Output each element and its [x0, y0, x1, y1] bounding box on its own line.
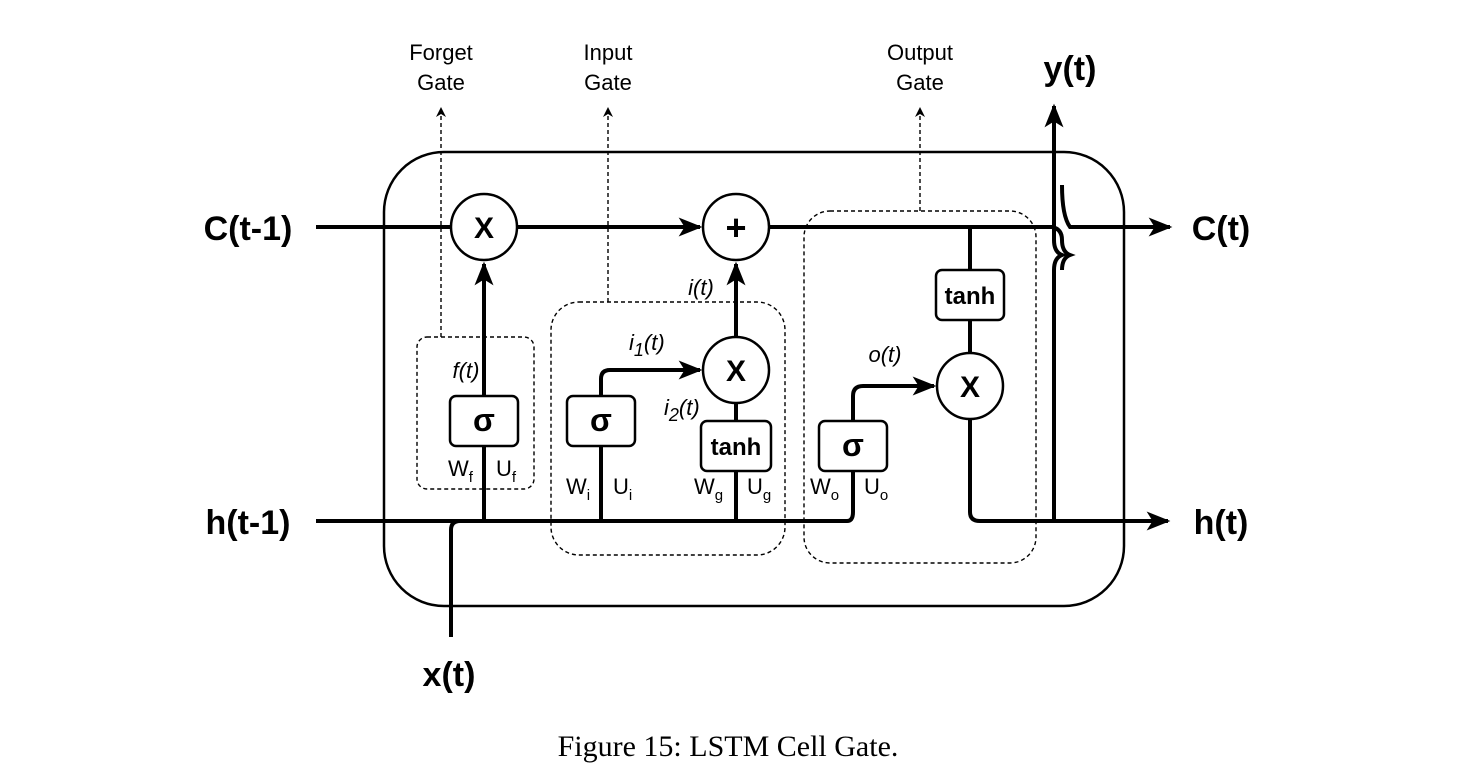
output-gate-title-line1: Output [887, 40, 953, 65]
weight-wo-label: Wo [810, 474, 839, 504]
weight-ui-label: Ui [613, 474, 632, 504]
output-sigma-up-wire [846, 471, 855, 523]
weight-uf-label: Uf [496, 456, 517, 486]
output-c-label: C(t) [1192, 210, 1251, 248]
output-gate-region [803, 210, 1037, 564]
signal-i1-label: i1(t) [629, 330, 665, 360]
output-multiply-node: X [935, 351, 1005, 421]
cell-boundary [382, 150, 1126, 608]
output-gate-title-line2: Gate [896, 70, 944, 95]
output-sigmoid-box: σ [817, 419, 889, 473]
forget-gate-region [416, 336, 535, 490]
forget-gate-title-line2: Gate [417, 70, 465, 95]
input-tanh-box: tanh [699, 419, 773, 473]
figure-caption: Figure 15: LSTM Cell Gate. [558, 730, 899, 763]
input-gate-title-line1: Input [584, 40, 633, 65]
svg-text:X: X [960, 371, 980, 404]
forget-gate-title-line1: Forget [409, 40, 473, 65]
svg-text:tanh: tanh [711, 434, 762, 461]
input-x-label: x(t) [423, 656, 476, 694]
input-c-prev-label: C(t-1) [204, 210, 293, 248]
input-gate-title-line2: Gate [584, 70, 632, 95]
svg-text:σ: σ [590, 402, 612, 438]
svg-text:σ: σ [842, 427, 864, 463]
input-i1-wire [599, 360, 703, 396]
svg-text:σ: σ [473, 402, 495, 438]
weight-wf-label: Wf [448, 456, 474, 486]
cell-state-wire-3 [770, 184, 1170, 271]
weight-uo-label: Uo [864, 474, 888, 504]
svg-text:X: X [726, 355, 746, 388]
svg-text:+: + [725, 207, 746, 248]
forget-multiply-node: X [449, 192, 519, 262]
cell-add-node: + [701, 192, 771, 262]
output-y-label: y(t) [1044, 50, 1097, 88]
x-input-wire [449, 519, 461, 637]
weight-wg-label: Wg [694, 474, 723, 504]
output-h-label: h(t) [1194, 504, 1249, 542]
input-sigmoid-box: σ [565, 394, 637, 448]
svg-text:X: X [474, 212, 494, 245]
input-multiply-node: X [701, 335, 771, 405]
weight-wi-label: Wi [566, 474, 590, 504]
signal-f-label: f(t) [453, 358, 480, 383]
signal-i-label: i(t) [688, 275, 714, 300]
svg-text:tanh: tanh [945, 283, 996, 310]
signal-i2-label: i2(t) [664, 395, 700, 425]
forget-sigmoid-box: σ [448, 394, 520, 448]
hidden-output-wire [968, 404, 1171, 531]
input-h-prev-label: h(t-1) [206, 504, 291, 542]
y-output-wire [1044, 103, 1068, 521]
cell-tanh-box: tanh [934, 268, 1006, 322]
weight-ug-label: Ug [747, 474, 771, 504]
signal-o-label: o(t) [869, 342, 902, 367]
output-o-wire [851, 376, 937, 421]
